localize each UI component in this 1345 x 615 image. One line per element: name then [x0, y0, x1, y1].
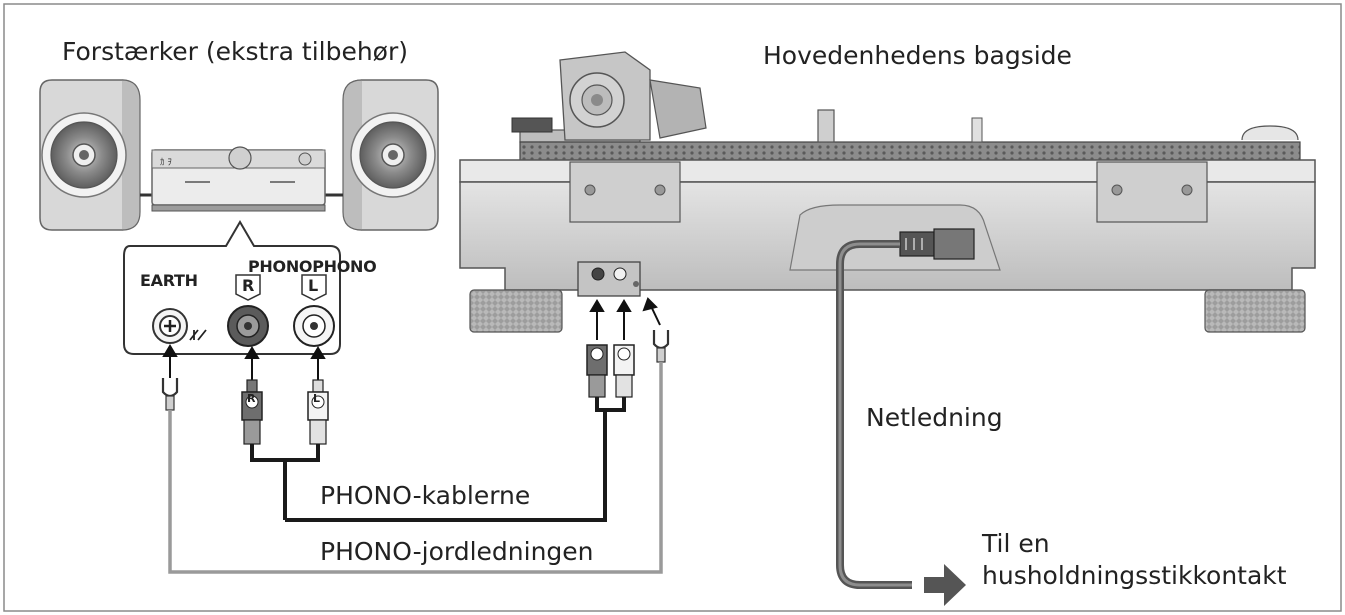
turntable-arrows — [589, 297, 661, 340]
phono-header-label: PHONOPHONO — [248, 257, 377, 276]
ground-fork-turntable — [652, 330, 670, 363]
phono-cable-turntable — [595, 397, 626, 412]
amplifier-label: Forstærker (ekstra tilbehør) — [62, 37, 409, 66]
ground-fork-amp — [161, 378, 179, 411]
turntable — [459, 51, 1316, 333]
outlet-label-line1: Til en — [982, 529, 1050, 558]
phono-jack-l — [293, 305, 335, 347]
right-speaker — [342, 79, 439, 231]
ground-wire — [168, 362, 663, 574]
power-cord-label: Netledning — [866, 403, 1003, 432]
jack-l-label: L — [308, 276, 318, 295]
frame-border — [3, 3, 1342, 612]
left-speaker — [39, 79, 141, 231]
plug-l-amp — [307, 379, 329, 445]
plug-l-label: L — [313, 392, 321, 405]
plug-r-turntable — [586, 344, 608, 398]
plug-r-label: R — [247, 392, 256, 405]
ground-wire-label: PHONO-jordledningen — [320, 537, 594, 566]
amp-arrows — [162, 344, 326, 388]
power-plug — [899, 228, 975, 260]
plug-r-amp — [241, 379, 263, 445]
phono-jack-r — [227, 305, 269, 347]
jack-r-tag — [235, 274, 261, 301]
phono-cables-label: PHONO-kablerne — [320, 481, 531, 510]
amplifier-unit: ｶ ｦ — [151, 146, 326, 212]
phono-cable-amp — [250, 444, 320, 520]
outlet-arrow — [924, 564, 966, 606]
svg-text:ｶ ｦ: ｶ ｦ — [160, 157, 172, 168]
outlet-label-line2: husholdningsstikkontakt — [982, 561, 1287, 590]
rear-label: Hovedenhedens bagside — [763, 41, 1072, 70]
jack-l-tag — [301, 274, 327, 301]
earth-terminal — [152, 308, 207, 344]
earth-label: EARTH — [140, 271, 198, 290]
jack-r-label: R — [242, 276, 255, 295]
plug-l-turntable — [613, 344, 635, 398]
phono-cable-main — [285, 410, 607, 522]
